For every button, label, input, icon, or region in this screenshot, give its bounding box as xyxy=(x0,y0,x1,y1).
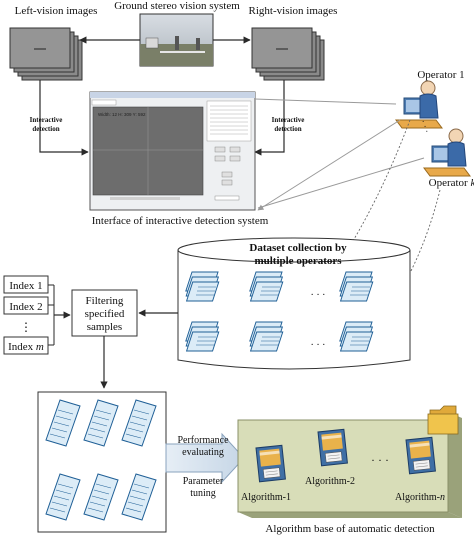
left-image-stack xyxy=(9,27,83,81)
operator-k-figure xyxy=(423,128,471,177)
operator-k-label: Operator k xyxy=(429,177,474,189)
perf-label-2: evaluating xyxy=(182,447,224,458)
filter-label-1: Filtering xyxy=(86,295,124,307)
connector-op1-window-top xyxy=(254,98,397,105)
algorithm-n-label: Algorithm-n xyxy=(395,492,445,503)
algorithm-1-icon xyxy=(255,444,286,483)
dataset-ellipsis-2: · · · xyxy=(311,340,326,351)
connector-opk-window xyxy=(257,157,425,209)
algorithm-2-icon xyxy=(317,428,348,467)
right-vision-label: Right-vision images xyxy=(249,5,338,17)
left-detection-label-1: Interactive xyxy=(30,116,63,124)
perf-label-1: Performance xyxy=(177,435,229,446)
index-vdots: ⋮ xyxy=(20,320,32,334)
filter-label-2: specified xyxy=(85,308,125,320)
dataset-title-2: multiple operators xyxy=(254,255,342,267)
dataset-ellipsis-1: · · · xyxy=(311,290,326,301)
left-vision-label: Left-vision images xyxy=(15,5,98,17)
right-detection-label-2: detection xyxy=(274,125,301,133)
interface-caption: Interface of interactive detection syste… xyxy=(92,215,269,227)
right-image-stack xyxy=(251,27,325,81)
algorithm-1-label: Algorithm-1 xyxy=(241,492,291,503)
folder-icon xyxy=(427,405,459,435)
operators-ellipsis: · · · xyxy=(418,118,432,134)
interface-window: Width: 12 H: 309 Y: 592 xyxy=(89,91,256,211)
stereo-system-label: Ground stereo vision system xyxy=(114,0,240,12)
evaluation-arrow xyxy=(165,432,245,484)
arrow-right-detection xyxy=(254,80,285,156)
param-label-1: Parameter xyxy=(183,476,224,487)
connector-op1-window-bottom xyxy=(257,119,401,211)
index-m-label: Index m xyxy=(8,341,44,353)
arrow-left-detection xyxy=(39,80,89,156)
dataset-title-1: Dataset collection by xyxy=(249,242,347,254)
interface-readout: Width: 12 H: 309 Y: 592 xyxy=(98,112,146,117)
param-label-2: tuning xyxy=(190,488,216,499)
index-2-label: Index 2 xyxy=(9,301,42,313)
right-detection-label-1: Interactive xyxy=(272,116,305,124)
index-1-label: Index 1 xyxy=(9,280,42,292)
operator-1-label: Operator 1 xyxy=(417,69,464,81)
algorithm-ellipsis: · · · xyxy=(371,453,389,467)
algorithm-2-label: Algorithm-2 xyxy=(305,476,355,487)
algorithm-base-caption: Algorithm base of automatic detection xyxy=(265,523,435,535)
left-detection-label-2: detection xyxy=(32,125,59,133)
index-boxes xyxy=(3,275,49,355)
stereo-system-photo xyxy=(139,13,214,67)
filter-label-3: samples xyxy=(87,321,122,333)
algorithm-n-icon xyxy=(405,436,436,475)
